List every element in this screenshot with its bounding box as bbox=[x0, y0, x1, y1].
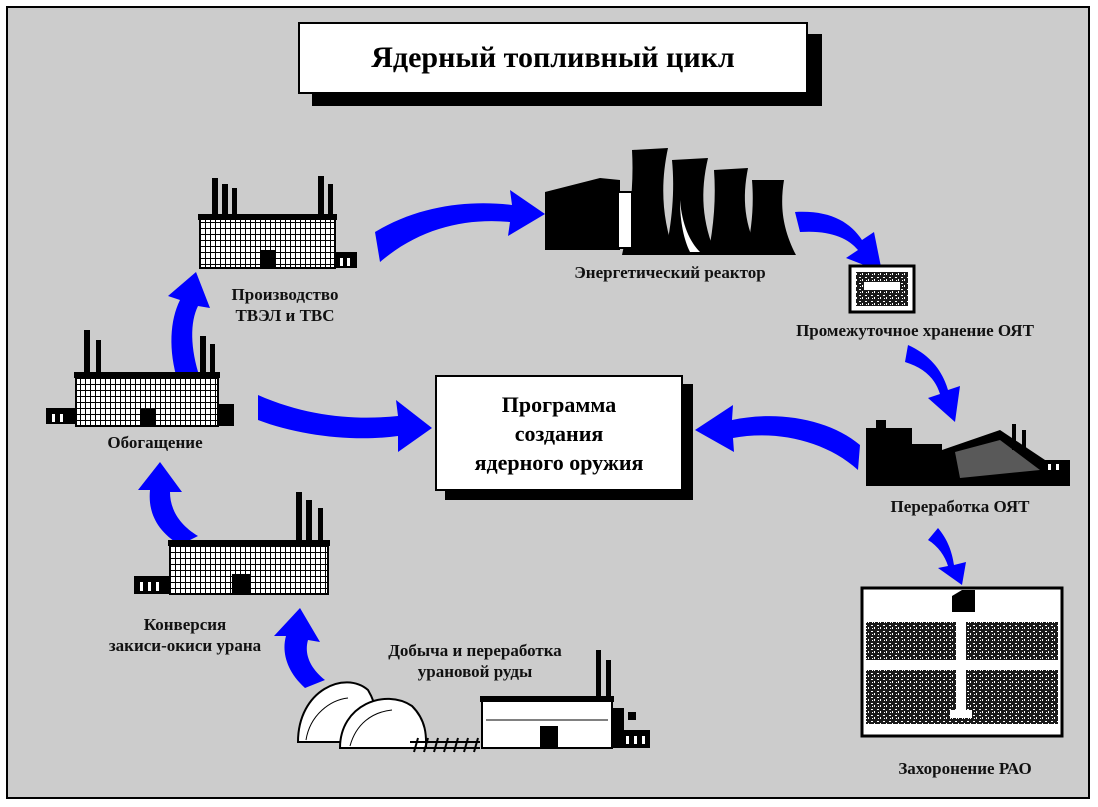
title-box: Ядерный топливный цикл bbox=[298, 22, 808, 94]
label-mining: Добыча и переработка урановой руды bbox=[388, 641, 562, 681]
repository-icon bbox=[860, 586, 1064, 738]
dome-icon bbox=[296, 681, 480, 753]
arrow-fuel-to-reactor bbox=[375, 190, 545, 262]
label-reprocessing: Переработка ОЯТ bbox=[890, 497, 1030, 516]
arrow-reactor-to-storage bbox=[795, 211, 882, 272]
arrow-enrichment-to-center bbox=[258, 395, 432, 452]
factory-icon bbox=[198, 176, 357, 269]
label-conversion: Конверсия закиси-окиси урана bbox=[108, 615, 262, 655]
label-interim-storage: Промежуточное хранение ОЯТ bbox=[796, 321, 1034, 340]
arrow-reprocessing-to-center bbox=[695, 405, 860, 470]
label-reactor: Энергетический реактор bbox=[574, 263, 766, 282]
center-box: Программа создания ядерного оружия bbox=[435, 375, 683, 491]
factory-icon bbox=[46, 330, 234, 427]
label-fuel-production: Производство ТВЭЛ и ТВС bbox=[231, 285, 339, 325]
factory-icon bbox=[134, 492, 330, 595]
arrow-mining-to-conversion bbox=[274, 608, 325, 688]
center-label: Программа создания ядерного оружия bbox=[474, 391, 644, 475]
arrow-reprocessing-to-disposal bbox=[928, 528, 966, 585]
arrow-conversion-to-enrichment bbox=[138, 462, 198, 545]
diagram-title: Ядерный топливный цикл bbox=[371, 41, 735, 74]
factory-icon bbox=[480, 650, 650, 749]
storage-pool-icon bbox=[848, 264, 916, 314]
label-disposal: Захоронение РАО bbox=[898, 759, 1032, 778]
arrow-storage-to-reprocessing bbox=[905, 345, 960, 422]
cooling-tower-icon bbox=[545, 148, 796, 255]
arrow-enrichment-to-fuel bbox=[168, 272, 210, 382]
label-enrichment: Обогащение bbox=[107, 433, 203, 452]
reprocessing-plant-icon bbox=[866, 420, 1070, 486]
